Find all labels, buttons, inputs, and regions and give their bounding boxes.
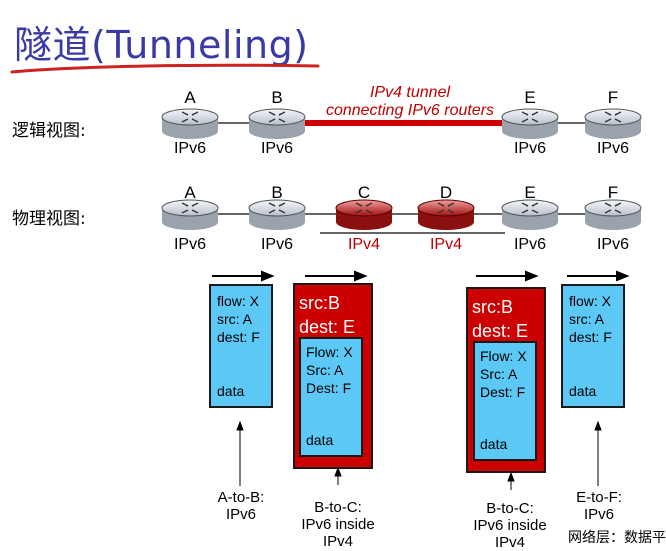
packet-data: data [569,383,597,399]
router-label: C [357,183,371,202]
packet-data: data [217,383,245,399]
router-type: IPv6 [596,236,629,253]
router-label: B [271,183,283,202]
router-icon [501,199,559,230]
caption-line: IPv6 [583,506,614,523]
caption-line: IPv6 inside [473,517,547,534]
router-label: A [184,183,196,202]
outer-dest: dest: E [299,317,356,337]
router-type: IPv6 [596,140,629,157]
packet-dest: Dest: F [306,380,352,396]
packet-a-to-b: flow: X src: A dest: F data [209,284,273,408]
router-icon [161,199,219,230]
caption-a-to-b: A-to-B: IPv6 [196,489,286,523]
packet-dest: Dest: F [480,384,526,400]
packet-flow: Flow: X [480,348,527,364]
router-icon [584,199,642,230]
router-icon [417,199,475,230]
tunnel-caption-line1: IPv4 tunnel [369,84,451,101]
router-icon [161,108,219,139]
outer-dest: dest: E [472,321,529,341]
outer-src: src:B [472,297,514,317]
caption-line: IPv4 [322,533,353,550]
caption-line: A-to-B: [217,489,265,506]
router-label: A [184,88,196,107]
packet-flow: Flow: X [306,344,353,360]
logical-view-label: 逻辑视图: [12,121,86,141]
router-label: E [524,183,536,202]
packet-src: Src: A [306,362,344,378]
packet-flow: flow: X [569,293,612,309]
caption-line: B-to-C: [314,499,362,516]
packet-data: data [480,436,508,452]
title-underline [10,63,320,74]
router-label: B [271,88,283,107]
router-icon [248,199,306,230]
router-type: IPv4 [429,236,462,253]
packet-src: Src: A [480,366,518,382]
caption-d-to-e: B-to-C: IPv6 inside IPv4 [460,500,560,551]
router-label: F [607,88,619,107]
router-icon [501,108,559,139]
physical-view-label: 物理视图: [12,209,86,229]
packet-e-to-f: flow: X src: A dest: F data [561,284,625,408]
router-label: F [607,183,619,202]
router-type: IPv6 [513,236,546,253]
router-label: D [439,183,453,202]
caption-line: IPv4 [494,534,525,551]
packet-dest: dest: F [217,329,260,345]
footer-text: 网络层：数据平 [568,530,666,546]
router-type: IPv6 [260,236,293,253]
page-title: 隧道(Tunneling) [14,23,309,67]
packet-src: src: A [217,311,253,327]
tunnel-caption: IPv4 tunnel connecting IPv6 routers [300,84,520,120]
router-icon [248,108,306,139]
router-type: IPv6 [173,236,206,253]
tunnel-caption-line2: connecting IPv6 routers [325,102,495,119]
caption-line: B-to-C: [486,500,534,517]
router-type: IPv4 [347,236,380,253]
packet-d-to-e-inner: Flow: X Src: A Dest: F data [473,341,537,461]
flow-arrows [212,270,630,490]
router-type: IPv6 [173,140,206,157]
router-icon [584,108,642,139]
packet-src: src: A [569,311,605,327]
packet-b-to-c-inner: Flow: X Src: A Dest: F data [299,337,363,457]
packet-dest: dest: F [569,329,612,345]
caption-b-to-c: B-to-C: IPv6 inside IPv4 [288,499,388,550]
caption-line: IPv6 [225,506,256,523]
outer-src: src:B [299,293,341,313]
packet-data: data [306,432,334,448]
caption-e-to-f: E-to-F: IPv6 [554,489,644,523]
caption-line: IPv6 inside [301,516,375,533]
router-type: IPv6 [260,140,293,157]
router-type: IPv6 [513,140,546,157]
network-diagram [161,108,642,234]
packet-flow: flow: X [217,293,260,309]
router-icon [335,199,393,230]
router-label: E [524,88,536,107]
caption-line: E-to-F: [576,489,622,506]
